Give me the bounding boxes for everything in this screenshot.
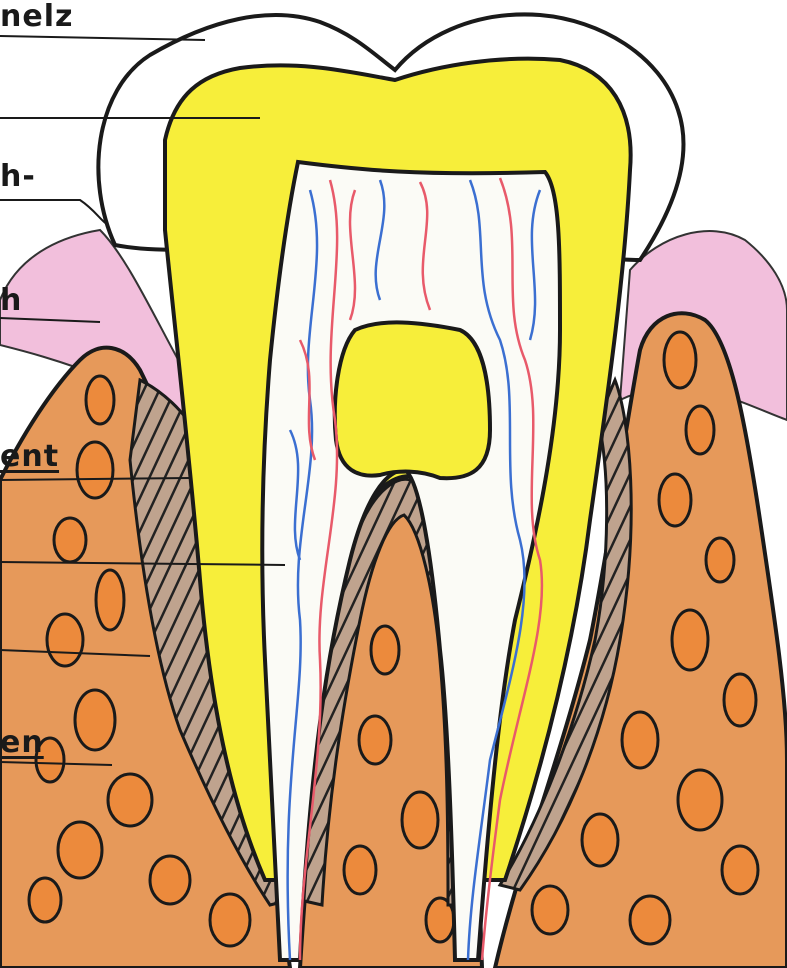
label-neck: h- <box>0 162 36 192</box>
label-bone: en <box>0 728 44 758</box>
label-cement: ent <box>0 442 59 472</box>
label-gum: h <box>0 286 22 316</box>
label-enamel: nelz <box>0 2 73 32</box>
dentin-core <box>335 322 490 478</box>
